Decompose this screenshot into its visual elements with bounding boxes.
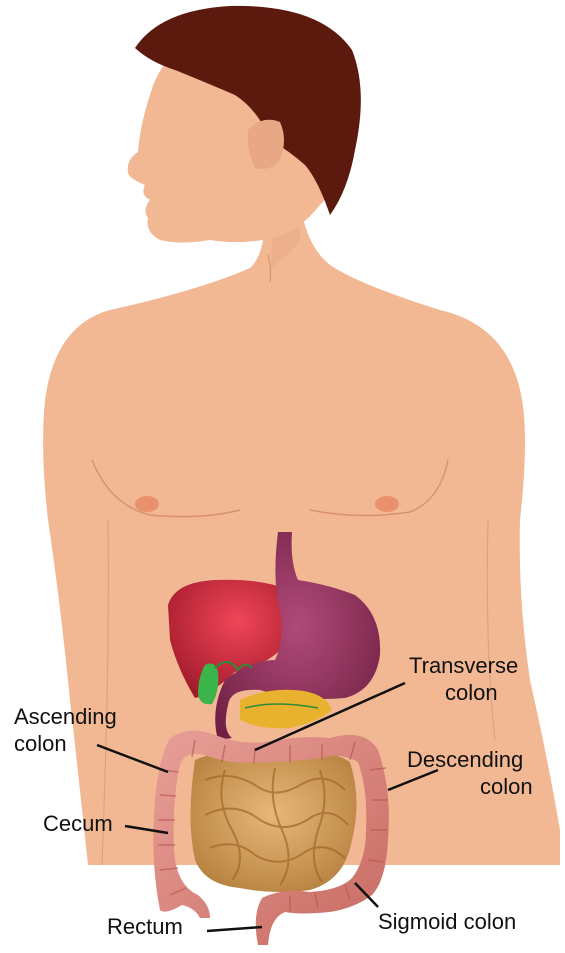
ear (248, 120, 284, 169)
leader-rectum (207, 927, 262, 931)
label-sigmoid-colon: Sigmoid colon (378, 909, 516, 934)
label-transverse-line1: Transverse (409, 653, 518, 678)
nipple-right (375, 496, 399, 512)
label-rectum: Rectum (107, 914, 183, 939)
label-cecum: Cecum (43, 811, 113, 836)
label-descending-line2: colon (480, 774, 533, 799)
label-descending-line1: Descending (407, 747, 523, 772)
nipple-left (135, 496, 159, 512)
label-transverse-line2: colon (445, 680, 498, 705)
label-ascending-line1: Ascending (14, 704, 117, 729)
label-ascending-line2: colon (14, 731, 67, 756)
human-torso (43, 6, 560, 865)
